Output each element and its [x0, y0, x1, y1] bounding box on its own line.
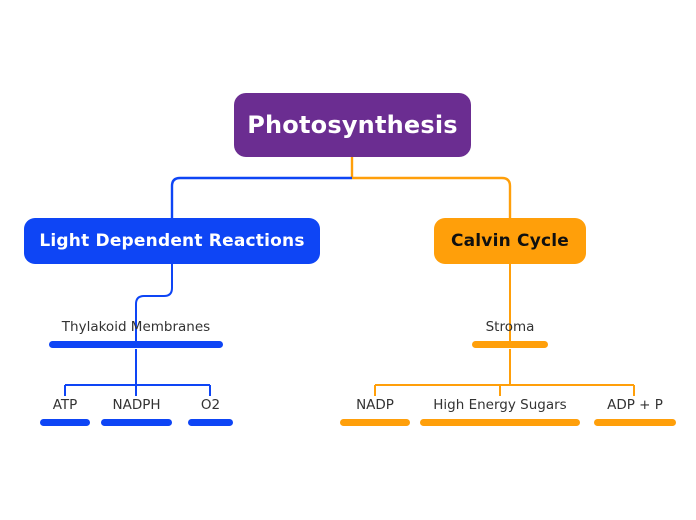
output-node-label: High Energy Sugars — [433, 397, 567, 413]
output-node-o2[interactable]: O2 — [188, 397, 233, 426]
output-node-underline — [40, 419, 90, 426]
root-node-photosynthesis[interactable]: Photosynthesis — [234, 93, 471, 157]
branch-node-label: Calvin Cycle — [450, 231, 570, 251]
output-node-underline — [420, 419, 580, 426]
output-node-label: ATP — [52, 397, 78, 413]
root-node-label: Photosynthesis — [247, 111, 458, 139]
output-node-underline — [340, 419, 410, 426]
location-node-label: Stroma — [485, 319, 535, 335]
branch-node-label: Light Dependent Reactions — [39, 231, 305, 251]
connector-root-to-right-branch — [352, 176, 512, 218]
output-node-underline — [101, 419, 172, 426]
output-node-underline — [188, 419, 233, 426]
location-node-thylakoid-membranes[interactable]: Thylakoid Membranes — [49, 319, 223, 348]
branch-node-calvin-cycle[interactable]: Calvin Cycle — [434, 218, 586, 264]
output-node-high-energy-sugars[interactable]: High Energy Sugars — [420, 397, 580, 426]
output-node-label: NADPH — [112, 397, 161, 413]
location-node-underline — [472, 341, 548, 348]
connector-root-to-left-branch — [170, 176, 352, 218]
location-node-underline — [49, 341, 223, 348]
output-node-label: NADP — [356, 397, 394, 413]
connector-right-distribution-bar — [374, 384, 635, 396]
location-node-label: Thylakoid Membranes — [61, 319, 211, 335]
location-node-stroma[interactable]: Stroma — [472, 319, 548, 348]
output-node-nadp[interactable]: NADP — [340, 397, 410, 426]
output-node-nadph[interactable]: NADPH — [101, 397, 172, 426]
output-node-atp[interactable]: ATP — [40, 397, 90, 426]
branch-node-light-dependent-reactions[interactable]: Light Dependent Reactions — [24, 218, 320, 264]
output-node-adp-plus-p[interactable]: ADP + P — [594, 397, 676, 426]
connector-left-distribution-bar — [64, 384, 211, 396]
output-node-label: ADP + P — [607, 397, 663, 413]
output-node-underline — [594, 419, 676, 426]
output-node-label: O2 — [200, 397, 221, 413]
